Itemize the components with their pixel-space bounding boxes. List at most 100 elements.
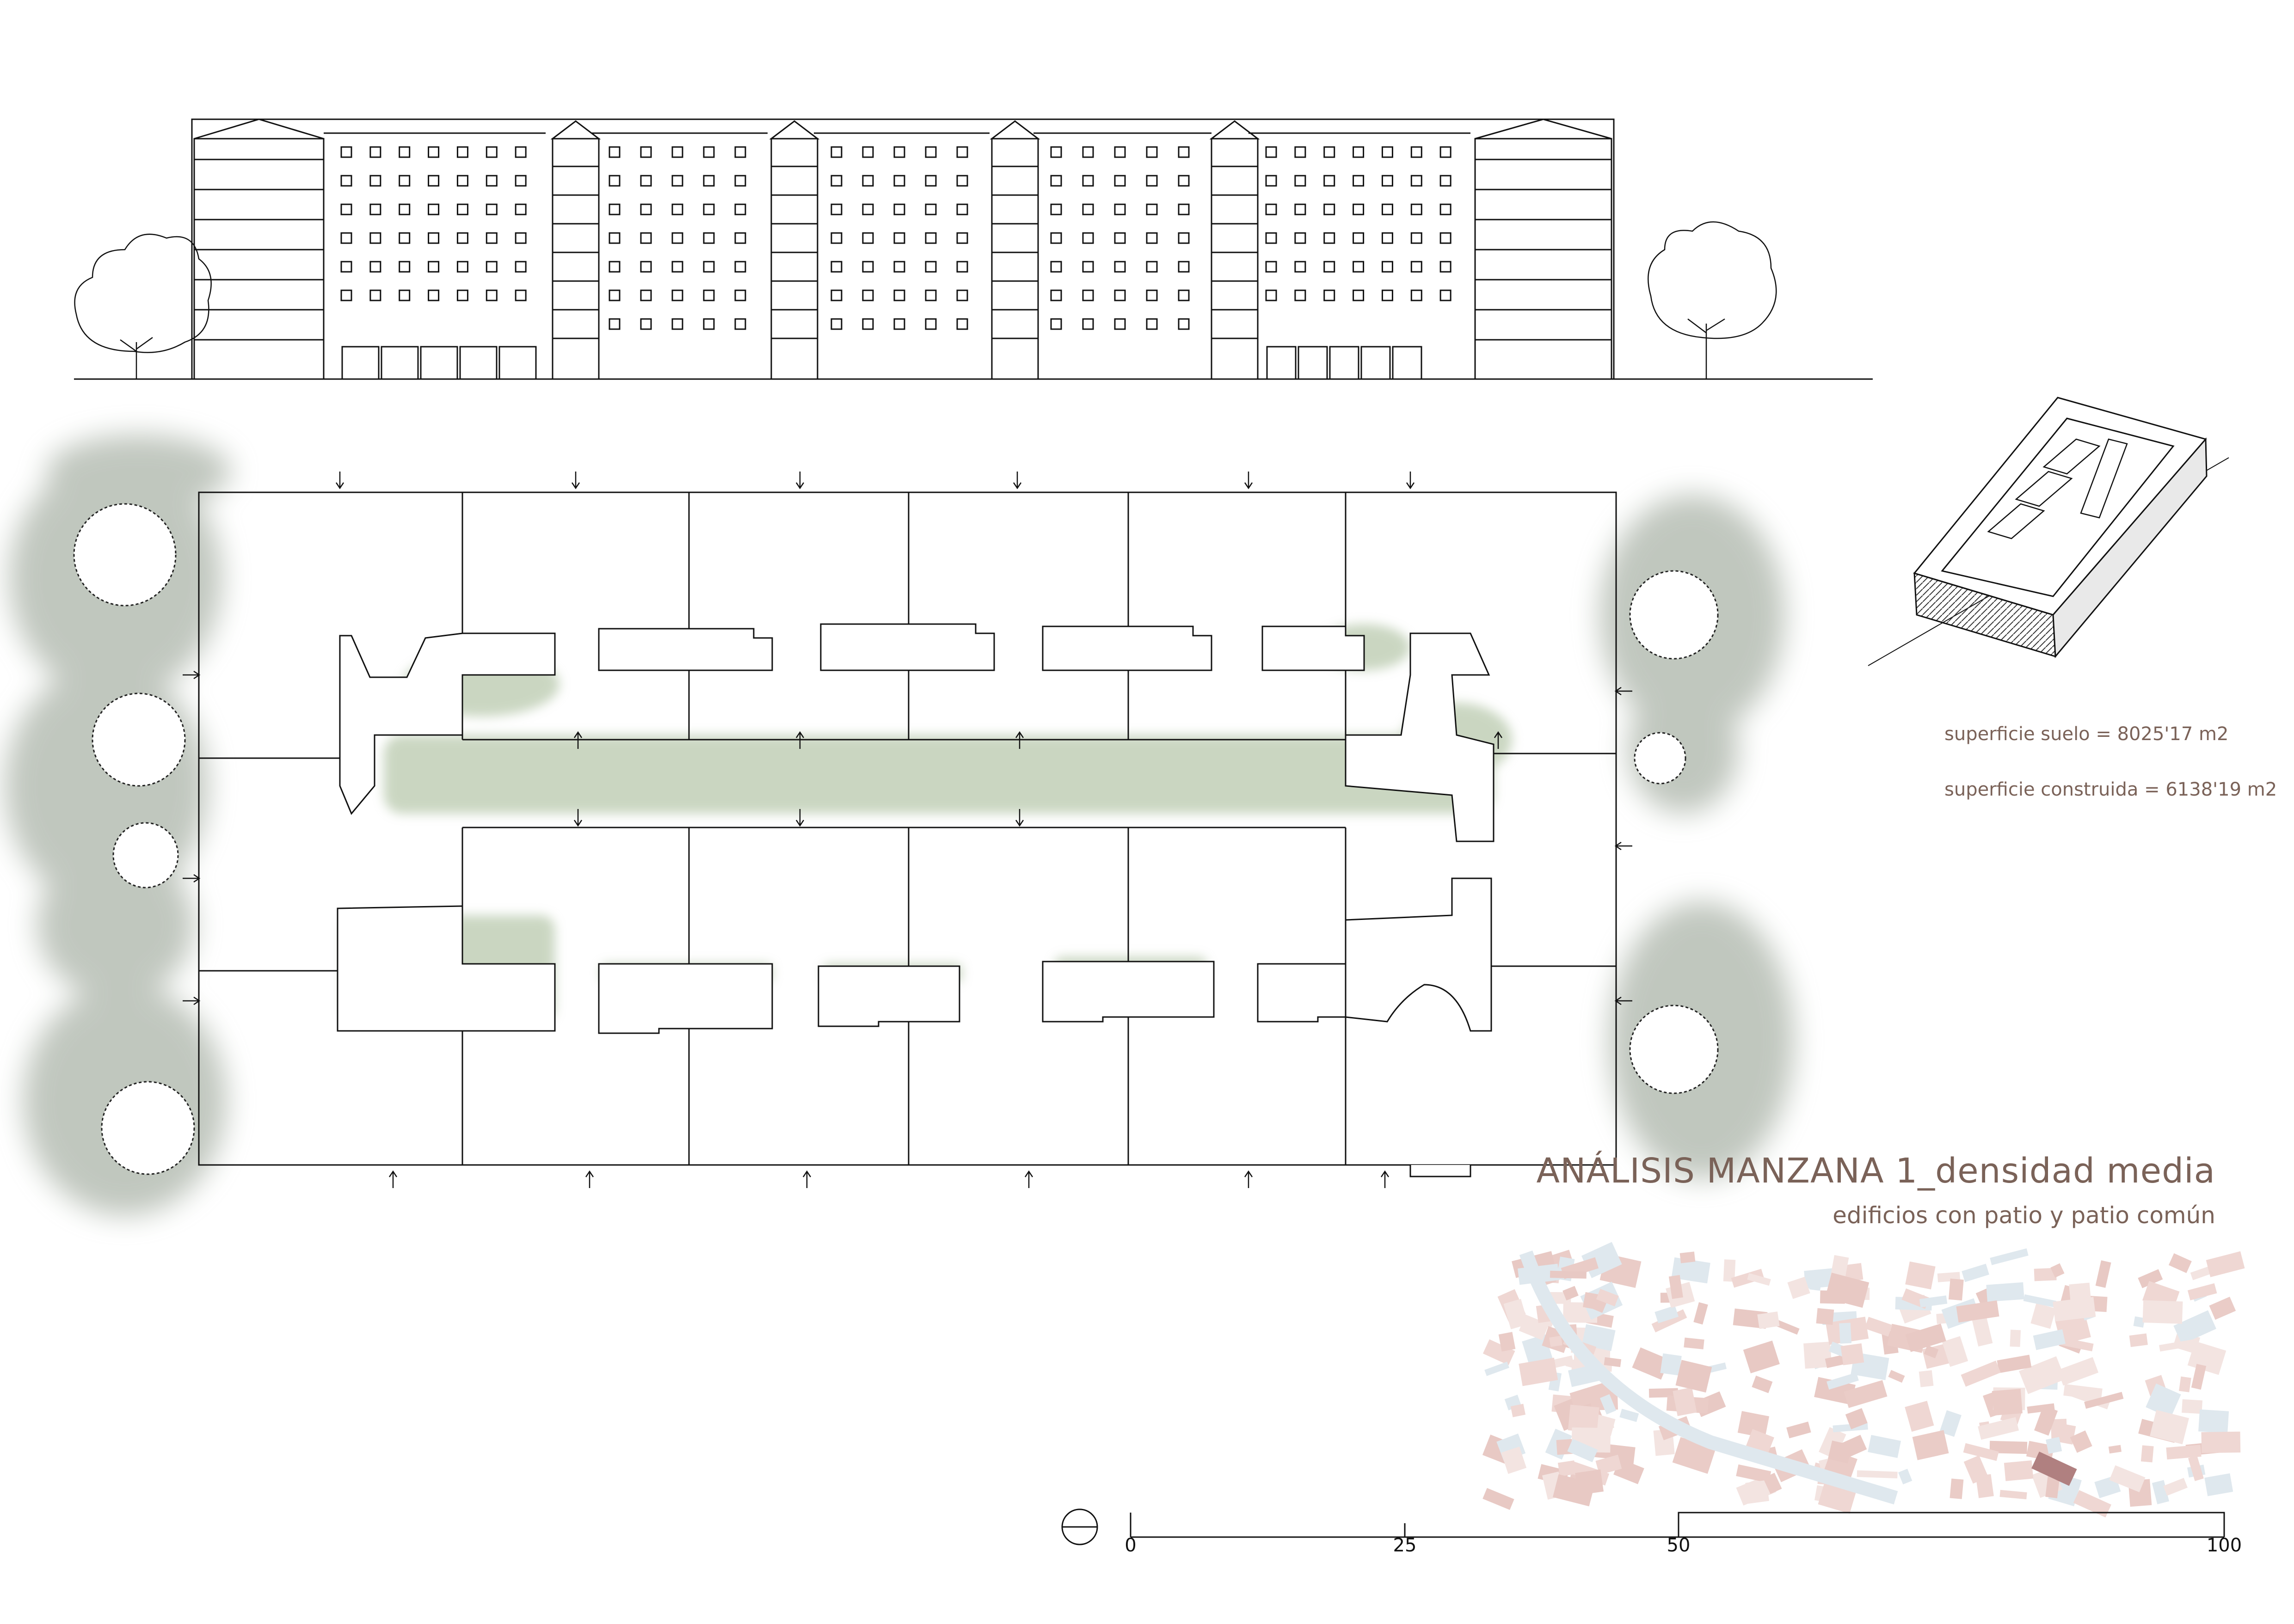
window	[428, 175, 440, 187]
city-block	[1997, 1354, 2032, 1373]
scale-ticks	[1130, 1512, 2225, 1537]
city-block	[2069, 1282, 2091, 1300]
window	[1410, 175, 1422, 187]
window	[515, 175, 527, 187]
window	[734, 318, 746, 330]
window	[1082, 232, 1094, 244]
city-block	[1898, 1469, 1913, 1485]
city-block	[2140, 1445, 2154, 1463]
access-arrow	[1244, 472, 1253, 490]
window	[1082, 261, 1094, 273]
window	[1410, 261, 1422, 273]
window	[671, 146, 683, 158]
access-arrow	[571, 472, 580, 490]
facade-windows	[324, 132, 1470, 330]
arrow-stroke	[1614, 841, 1632, 851]
city-block	[1668, 1275, 1683, 1299]
window	[893, 289, 905, 301]
window	[1353, 203, 1365, 215]
city-block	[1905, 1261, 1936, 1290]
window	[925, 203, 937, 215]
access-arrow	[1015, 809, 1024, 827]
window	[640, 289, 652, 301]
arrow-stroke	[183, 670, 201, 680]
city-block	[2204, 1473, 2233, 1496]
city-block	[1961, 1360, 2001, 1387]
city-block	[1675, 1360, 1712, 1393]
window	[925, 318, 937, 330]
window	[1381, 289, 1393, 301]
window	[1294, 261, 1306, 273]
window	[830, 289, 843, 301]
window	[1439, 146, 1451, 158]
arrow-stroke	[1614, 686, 1632, 696]
patio-greenery	[342, 624, 1512, 1022]
window	[1050, 289, 1062, 301]
city-block	[1803, 1342, 1832, 1369]
window	[428, 289, 440, 301]
window	[1439, 175, 1451, 187]
window	[609, 146, 621, 158]
corner-building-nw	[339, 632, 556, 815]
city-block	[2142, 1300, 2183, 1324]
window	[1265, 203, 1277, 215]
window	[703, 318, 715, 330]
ground-area-label: superficie suelo = 8025'17 m2	[1944, 723, 2229, 745]
window	[486, 261, 498, 273]
window	[830, 203, 843, 215]
city-block	[1942, 1336, 1968, 1367]
city-block	[1482, 1488, 1514, 1510]
window	[671, 289, 683, 301]
axonometric-sketch	[1868, 397, 2229, 666]
city-block	[2209, 1297, 2236, 1320]
building-footprint	[1261, 625, 1365, 671]
window	[1082, 289, 1094, 301]
city-block	[2019, 1356, 2066, 1394]
city-block	[1613, 1458, 1644, 1484]
tower-pediment	[769, 120, 820, 140]
building-elevation	[74, 118, 1873, 380]
window	[862, 146, 874, 158]
window	[1294, 175, 1306, 187]
city-block	[2201, 1431, 2241, 1453]
scale-label-25: 25	[1393, 1535, 1417, 1556]
scale-label-0: 0	[1125, 1535, 1137, 1556]
window	[893, 146, 905, 158]
window	[862, 289, 874, 301]
window	[893, 175, 905, 187]
tower-pediment	[550, 120, 601, 140]
access-arrow	[585, 1170, 594, 1188]
tower-pediment	[1209, 120, 1260, 140]
corner-building-sw	[337, 905, 556, 1032]
window	[1439, 261, 1451, 273]
city-block	[2187, 1283, 2217, 1300]
city-block	[1604, 1357, 1622, 1367]
arrow-stroke	[1244, 1170, 1253, 1188]
access-arrow	[183, 874, 201, 883]
city-block	[1743, 1340, 1780, 1373]
city-block	[2182, 1399, 2203, 1414]
window	[1381, 175, 1393, 187]
shop-opening	[1360, 346, 1391, 380]
city-block	[1737, 1411, 1770, 1438]
shop-opening	[1392, 346, 1422, 380]
access-arrow	[573, 731, 583, 749]
access-arrow	[1244, 1170, 1253, 1188]
window	[1050, 318, 1062, 330]
access-arrow	[802, 1170, 812, 1188]
graphic-scale-bar	[1061, 1508, 2225, 1545]
city-block	[1565, 1359, 1577, 1369]
city-block	[1992, 1389, 2023, 1416]
scale-label-100: 100	[2206, 1535, 2242, 1556]
city-block	[1651, 1309, 1687, 1333]
window	[340, 261, 352, 273]
window	[1146, 261, 1158, 273]
window	[486, 232, 498, 244]
city-block	[1567, 1439, 1598, 1463]
window	[515, 232, 527, 244]
city-block	[1599, 1394, 1617, 1415]
window	[703, 175, 715, 187]
window	[456, 232, 468, 244]
city-block	[2206, 1251, 2245, 1277]
corner-building-ne	[1345, 632, 1494, 842]
